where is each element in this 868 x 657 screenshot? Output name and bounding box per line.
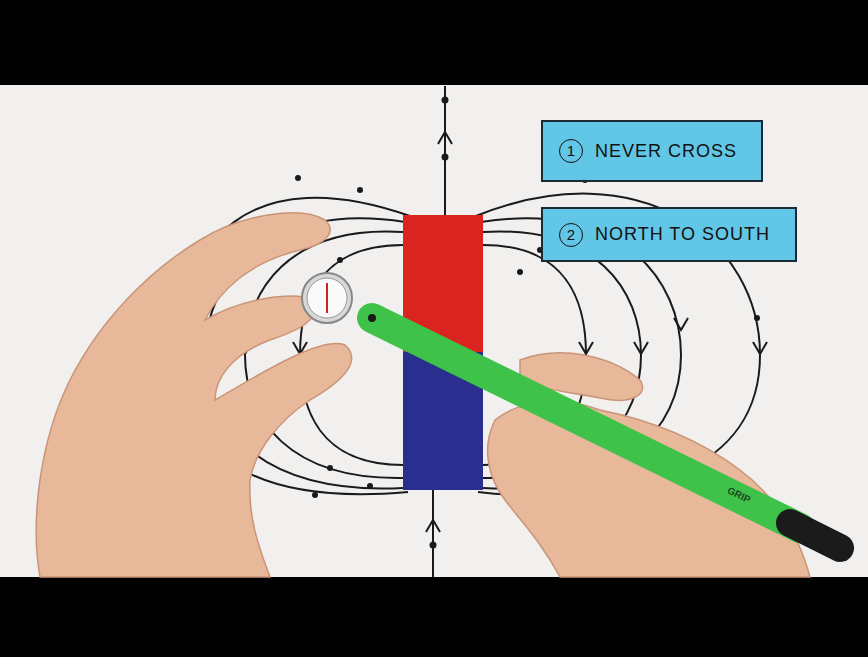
- rule-text: NORTH TO SOUTH: [595, 224, 770, 245]
- pen-brand: GRIP: [726, 485, 753, 506]
- label-box: 1 NEVER CROSS: [541, 120, 763, 182]
- callout-number: 1: [559, 139, 583, 163]
- label-box: 2 NORTH TO SOUTH: [541, 207, 797, 262]
- callout-number: 2: [559, 223, 583, 247]
- rule-text: NEVER CROSS: [595, 141, 737, 162]
